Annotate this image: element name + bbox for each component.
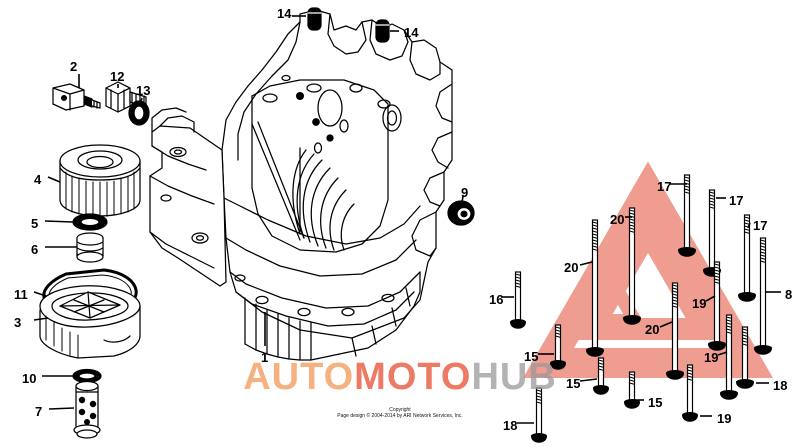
- bolt-19-c-illustration: [682, 364, 698, 422]
- callout-bolt-20-a[interactable]: 20: [610, 212, 625, 227]
- bolt-17-a-illustration: [678, 174, 696, 257]
- oil-rotor-7-illustration: [73, 380, 101, 439]
- callout-bolt-8[interactable]: 8: [785, 287, 793, 302]
- leader-line: [747, 222, 751, 229]
- leader-line: [717, 351, 728, 356]
- leader-line: [33, 317, 49, 321]
- oil-pressure-switch-illustration: [52, 83, 101, 111]
- callout-oil-filter-element[interactable]: 4: [34, 172, 42, 187]
- oil-strainer-3-illustration: [39, 285, 141, 359]
- callout-bolt-15-a[interactable]: 15: [524, 349, 539, 364]
- leader-line: [579, 378, 598, 382]
- bolt-15-b-illustration: [593, 357, 609, 395]
- callout-o-ring-strainer[interactable]: 10: [22, 371, 37, 386]
- bolt-20-a-illustration: [623, 207, 641, 325]
- copyright-line-1: Copyright: [389, 407, 411, 413]
- leader-line: [44, 220, 74, 223]
- callout-bolt-18-a[interactable]: 18: [503, 418, 518, 433]
- callout-oil-filter-rotor[interactable]: 7: [35, 404, 43, 419]
- callout-bolt-16[interactable]: 16: [489, 292, 504, 307]
- crankcase-illustration: [149, 9, 453, 361]
- callout-crankcase[interactable]: 1: [261, 350, 269, 365]
- leader-line: [33, 291, 47, 297]
- leader-line: [461, 195, 464, 204]
- leader-line: [47, 176, 61, 183]
- bolt-17-c-illustration: [738, 214, 756, 302]
- callout-oil-seal[interactable]: 9: [461, 185, 469, 200]
- o-ring-10-illustration: [72, 368, 102, 384]
- callout-dowel-pin-right[interactable]: 14: [404, 25, 419, 40]
- callout-bolt-19-a[interactable]: 19: [692, 296, 707, 311]
- bolt-20-b-illustration: [586, 219, 604, 357]
- oil-filter-element-illustration: [59, 144, 141, 217]
- leader-line: [659, 321, 673, 328]
- callout-bolt-20-b[interactable]: 20: [564, 260, 579, 275]
- callout-strainer-packing[interactable]: 11: [14, 287, 28, 302]
- callout-sealing-washer[interactable]: 13: [136, 83, 151, 98]
- callout-bolt-19-c[interactable]: 19: [717, 411, 732, 426]
- dowel-pin-14-right: [375, 19, 390, 43]
- callout-oil-filter-bolt[interactable]: 12: [110, 69, 125, 84]
- bolt-18-b-illustration: [736, 326, 754, 389]
- o-ring-5-illustration: [72, 213, 108, 231]
- copyright-block: Copyright Page design © 2004-2014 by ARI…: [0, 407, 800, 420]
- callout-filter-spring[interactable]: 6: [31, 242, 39, 257]
- callout-bolt-15-b[interactable]: 15: [566, 376, 581, 391]
- leader-line: [48, 407, 75, 410]
- callout-bolt-17-b[interactable]: 17: [729, 193, 744, 208]
- leader-line: [705, 295, 716, 302]
- bolt-19-b-illustration: [720, 314, 738, 400]
- bolt-19-a-illustration: [708, 261, 726, 351]
- sealing-washer-13-illustration: [128, 100, 150, 126]
- bolt-15-c-illustration: [624, 371, 640, 409]
- callout-bolt-18-b[interactable]: 18: [773, 378, 788, 393]
- filter-spring-6-illustration: [76, 232, 104, 263]
- bolt-15-a-illustration: [550, 324, 566, 370]
- bolt-18-a-illustration: [531, 387, 547, 443]
- callout-dowel-pin-left[interactable]: 14: [277, 6, 292, 21]
- callout-bolt-15-c[interactable]: 15: [648, 395, 663, 410]
- bolt-20-c-illustration: [666, 282, 684, 380]
- callout-bolt-17-c[interactable]: 17: [753, 218, 768, 233]
- oil-seal-9-illustration: [447, 200, 475, 226]
- callout-oil-pressure-switch[interactable]: 2: [70, 59, 78, 74]
- leader-line: [579, 261, 593, 266]
- leader-line: [139, 97, 143, 107]
- bolt-16-illustration: [510, 271, 526, 329]
- bolt-8-illustration: [754, 237, 772, 355]
- callout-bolt-17-a[interactable]: 17: [657, 179, 672, 194]
- callout-bolt-19-b[interactable]: 19: [704, 350, 719, 365]
- callout-o-ring-filter[interactable]: 5: [31, 216, 39, 231]
- dowel-pin-14-left: [307, 7, 322, 31]
- copyright-line-2: Page design © 2004-2014 by ARI Network S…: [337, 413, 463, 419]
- callout-oil-strainer-screen[interactable]: 3: [14, 315, 22, 330]
- callout-bolt-20-c[interactable]: 20: [645, 322, 660, 337]
